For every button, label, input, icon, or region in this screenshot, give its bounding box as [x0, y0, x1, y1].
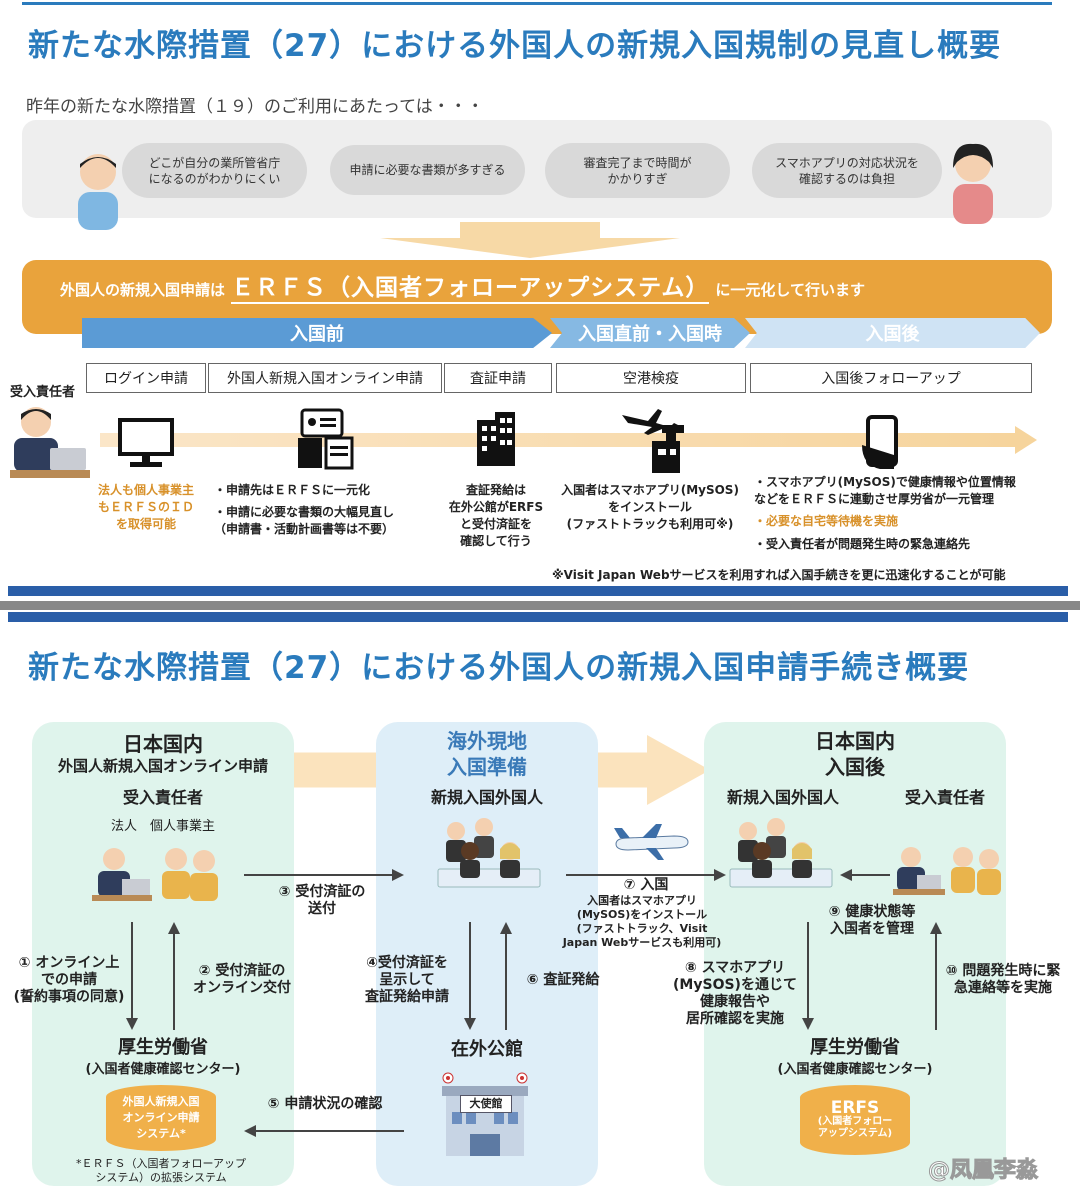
step-6-label: ⑥ 査証発給: [526, 972, 600, 988]
monitor-icon: [118, 418, 174, 468]
bottom-title: 新たな水際措置（27）における外国人の新規入国申請手続き概要: [28, 650, 970, 686]
mid-foreigner-label: 新規入国外国人: [430, 788, 543, 807]
top-title: 新たな水際措置（27）における外国人の新規入国規制の見直し概要: [28, 28, 1002, 64]
airplane-icon: [612, 822, 690, 862]
step-5-label: ⑤ 申請状況の確認: [267, 1096, 383, 1112]
complaint-cloud-3: 審査完了まで時間が かかりすぎ: [545, 143, 730, 198]
banner-suffix: に一元化して行います: [715, 281, 865, 299]
step-3-label: ③ 受付済証の 送付: [278, 884, 366, 917]
erfs-database-icon: ERFS (入国者フォロー アップシステム): [800, 1085, 910, 1155]
step-7-label: ⑦ 入国: [623, 877, 669, 893]
left-receiver-label: 受入責任者: [122, 788, 203, 807]
foreigners-group-icon: [434, 815, 544, 890]
worried-woman-icon: [945, 140, 1001, 224]
receiver-people-icon: [893, 845, 1003, 901]
worried-man-icon: [70, 150, 126, 230]
phase-pre-entry: 入国前: [82, 318, 552, 348]
left-receiver-types: 法人 個人事業主: [110, 819, 215, 834]
smartphone-icon: [860, 415, 906, 471]
desc-after-2: ・必要な自宅等待機を実施: [754, 514, 899, 528]
step-login: ログイン申請: [86, 363, 206, 393]
phase-post-entry: 入国後: [745, 318, 1040, 348]
banner-prefix: 外国人の新規入国申請は: [60, 281, 226, 299]
right-foreigner-label: 新規入国外国人: [726, 788, 839, 807]
complaint-cloud-2: 申請に必要な書類が多すぎる: [330, 145, 525, 195]
arrow-down-s8-icon: [802, 922, 814, 1030]
footnote: ※Visit Japan Webサービスを利用すれば入国手続きを更に迅速化するこ…: [552, 568, 1006, 582]
step-9-label: ⑨ 健康状態等 入国者を管理: [828, 904, 916, 937]
desc-online-2: ・申請に必要な書類の大幅見直し （申請書・活動計画書等は不要）: [214, 505, 395, 536]
desc-after-1: ・スマホアプリ(MySOS)で健康情報や位置情報 などをＥＲＦＳに連動させ厚労省…: [754, 475, 1016, 506]
arrow-right-s7-icon: [566, 866, 726, 881]
desc-login: 法人も個人事業主 もＥＲＦＳのＩＤ を取得可能: [97, 483, 194, 531]
timeline-arrowhead-icon: [1015, 426, 1037, 454]
right-panel-title: 日本国内 入国後: [815, 729, 895, 779]
desc-after-3: ・受入責任者が問題発生時の緊急連絡先: [754, 537, 971, 551]
top-subtitle: 昨年の新たな水際措置（１９）のご利用にあたっては・・・: [26, 97, 484, 117]
arrow-up-s10-icon: [930, 922, 942, 1030]
complaint-cloud-1: どこが自分の業所管省庁 になるのがわかりにくい: [122, 143, 307, 198]
foreigners-group-icon: [726, 815, 836, 890]
airport-plane-icon: [618, 405, 698, 473]
system-footnote: *ＥＲＦＳ（入国者フォローアップ システム）の拡張システム: [75, 1157, 247, 1184]
down-arrow-icon: [380, 222, 680, 258]
mid-panel-title: 海外現地 入国準備: [447, 729, 527, 779]
step-4-label: ④受付済証を 呈示して 査証発給申請: [365, 955, 449, 1005]
erfs-banner-text: 外国人の新規入国申請は ＥＲＦＳ（入国者フォローアップシステム） に一元化して行…: [60, 268, 865, 304]
step-7-detail: 入国者はスマホアプリ (MySOS)をインストール (ファストトラック、Visi…: [562, 894, 722, 949]
step-8-label: ⑧ スマホアプリ (MySOS)を通じて 健康報告や 居所確認を実施: [673, 960, 797, 1027]
step-1-label: ① オンライン上 での申請 (誓約事項の同意): [13, 955, 125, 1005]
arrow-up-s6-icon: [500, 922, 512, 1030]
arrow-down-s4-icon: [464, 922, 476, 1030]
arrow-right-s3-icon: [244, 866, 404, 881]
arrow-left-receiver-icon: [840, 866, 890, 881]
divider: [0, 601, 1080, 610]
left-mhlw-label: 厚生労働省: [118, 1037, 208, 1058]
embassy-label: 在外公館: [451, 1039, 523, 1060]
arrow-up-s2-icon: [168, 922, 180, 1030]
divider: [8, 586, 1068, 596]
receiver-people-icon: [92, 845, 222, 905]
divider: [8, 612, 1068, 622]
step-quarantine: 空港検疫: [556, 363, 746, 393]
phase-entry: 入国直前・入国時: [550, 318, 750, 348]
top-rule: [22, 2, 1052, 5]
erfs-sublabel: (入国者フォロー アップシステム): [817, 1116, 893, 1139]
step-online-application: 外国人新規入国オンライン申請: [208, 363, 442, 393]
banner-main: ＥＲＦＳ（入国者フォローアップシステム）: [231, 268, 710, 304]
complaint-cloud-4: スマホアプリの対応状況を 確認するのは負担: [752, 143, 942, 198]
step-followup: 入国後フォローアップ: [750, 363, 1032, 393]
desc-online-1: ・申請先はＥＲＦＳに一元化: [214, 483, 371, 497]
left-panel-title: 日本国内: [123, 732, 203, 756]
right-center-label: (入国者健康確認センター): [777, 1062, 933, 1077]
right-mhlw-label: 厚生労働省: [810, 1037, 900, 1058]
erfs-label: ERFS: [830, 1098, 880, 1118]
arrow-left-s5-icon: [244, 1122, 404, 1137]
arrow-down-s1-icon: [126, 922, 138, 1030]
businessman-laptop-icon: [10, 402, 90, 480]
documents-icon: [296, 408, 354, 470]
left-center-label: (入国者健康確認センター): [85, 1062, 241, 1077]
step-visa: 査証申請: [444, 363, 552, 393]
step-2-label: ② 受付済証の オンライン交付: [193, 963, 291, 996]
right-receiver-label: 受入責任者: [904, 788, 985, 807]
desc-visa: 査証発給は 在外公館がERFS と受付済証を 確認して行う: [448, 483, 544, 548]
embassy-building-icon: [440, 1072, 530, 1156]
online-system-database-icon: 外国人新規入国 オンライン申請 システム*: [106, 1085, 216, 1151]
desc-airport: 入国者はスマホアプリ(MySOS) をインストール (ファストトラックも利用可※…: [561, 483, 739, 531]
receiver-label: 受入責任者: [10, 385, 76, 400]
embassy-sign: 大使館: [460, 1095, 512, 1113]
step-10-label: ⑩ 問題発生時に緊 急連絡等を実施: [945, 963, 1061, 996]
left-panel-subtitle: 外国人新規入国オンライン申請: [57, 757, 268, 775]
watermark: @凤凰李淼: [927, 1158, 1039, 1184]
building-icon: [473, 410, 519, 466]
